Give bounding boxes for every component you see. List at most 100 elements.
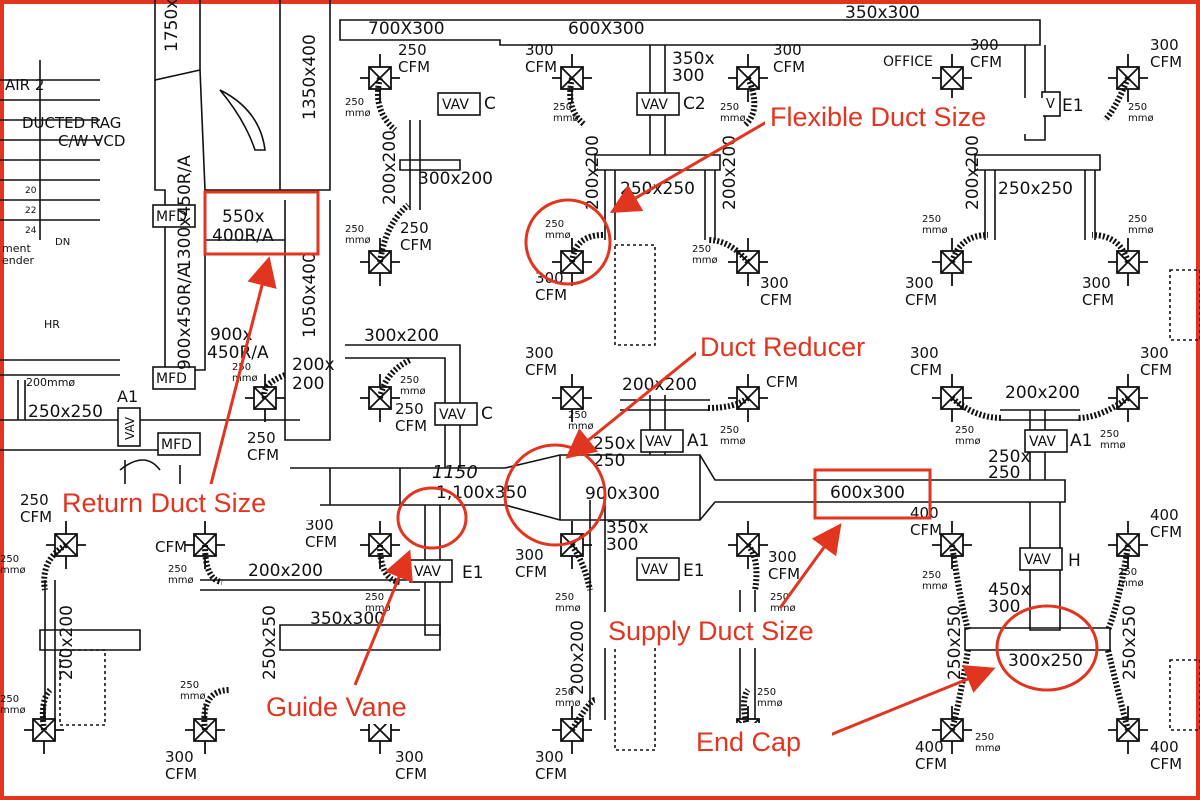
mfd-3: MFD	[161, 437, 192, 453]
vav-c2: VAV	[641, 97, 668, 113]
stair-step-24: 24	[25, 226, 37, 236]
label-450ra: 450R/A	[207, 343, 269, 363]
stair-dn: DN	[55, 237, 70, 248]
label-900x450: 900x450R/A	[175, 266, 195, 370]
tag-e1-top: E1	[1062, 96, 1084, 116]
cfm-value: 400	[915, 738, 944, 756]
label-300x200-b: 300x200	[364, 326, 439, 346]
label-250-a1: 250	[593, 451, 625, 471]
flex-size-label: 250	[555, 687, 574, 698]
vav-e1-b: VAV	[641, 562, 668, 578]
flex-size-unit: mmø	[0, 565, 26, 576]
cfm-unit: CFM	[1082, 291, 1114, 309]
highlight-supply-duct	[813, 468, 932, 520]
flex-size-unit: mmø	[180, 691, 206, 702]
label-200x200-v3: 200x200	[720, 135, 740, 210]
flexible-duct	[1091, 232, 1131, 263]
note-ducted-rag: DUCTED RAG	[22, 114, 121, 132]
diffuser-icon	[932, 54, 972, 102]
duct-top-trunk	[339, 19, 1041, 46]
label-200x200-v1: 200x200	[380, 130, 400, 205]
cfm-unit: CFM	[305, 533, 337, 551]
cfm-unit: CFM	[395, 765, 427, 783]
flex-size-label: 250	[553, 102, 572, 113]
label-350x300-bl: 350x300	[310, 609, 385, 629]
highlight-return-duct	[203, 190, 320, 256]
cfm-value: 300	[395, 748, 424, 766]
flex-size-label: 250	[922, 570, 941, 581]
flexible-duct	[41, 542, 68, 591]
tag-a1-mid: A1	[687, 431, 709, 451]
flex-size-label: 250	[1118, 567, 1137, 578]
label-1150: 1150	[432, 462, 478, 483]
label-350x-mid: 350x	[606, 518, 649, 538]
flexible-duct	[1105, 649, 1131, 731]
annotation-duct-reducer: Duct Reducer	[700, 332, 865, 362]
flex-size-unit: mmø	[168, 575, 194, 586]
vav-a1-left: VAV	[123, 416, 137, 440]
cfm-unit: CFM	[910, 361, 942, 379]
flex-size-unit: mmø	[757, 698, 783, 709]
cfm-value: 300	[305, 516, 334, 534]
tag-e1-a: E1	[462, 563, 484, 583]
flex-size-unit: mmø	[555, 603, 581, 614]
label-200mm: 200mmø	[26, 376, 75, 389]
flexible-duct	[949, 232, 989, 263]
cfm-value: 300	[165, 748, 194, 766]
label-600x300-top: 600X300	[568, 19, 645, 39]
flexible-duct	[261, 372, 287, 400]
cfm-unit: CFM	[1140, 361, 1172, 379]
cfm-value: 300	[760, 274, 789, 292]
highlight-flex-duct	[524, 198, 612, 286]
cfm-unit: CFM	[525, 58, 557, 76]
flex-size-unit: mmø	[1128, 113, 1154, 124]
cfm-unit: CFM	[1150, 755, 1182, 773]
flex-size-label: 250	[1128, 214, 1147, 225]
flex-size-unit: mmø	[553, 113, 579, 124]
stair-step-22: 22	[25, 206, 36, 216]
flex-size-label: 250	[720, 102, 739, 113]
flex-size-unit: mmø	[720, 113, 746, 124]
flex-size-unit: mmø	[345, 108, 371, 119]
label-250x-a1: 250x	[593, 434, 636, 454]
flexible-duct	[569, 543, 593, 591]
flex-size-unit: mmø	[1118, 578, 1144, 589]
cfm-value: 300	[525, 41, 554, 59]
label-200x200-mid: 200x200	[622, 375, 697, 395]
room-air2: AIR 2	[5, 76, 44, 94]
annotation-guide-vane: Guide Vane	[266, 692, 407, 722]
flexible-duct	[202, 544, 223, 585]
label-350x-top: 350x	[672, 49, 715, 69]
label-250x250-left: 250x250	[28, 402, 103, 422]
label-200: 200	[292, 374, 324, 394]
tag-a1-right: A1	[1070, 431, 1092, 451]
cfm-value: 300	[1082, 274, 1111, 292]
cfm-value: 300	[535, 748, 564, 766]
flex-size-unit: mmø	[955, 436, 981, 447]
vav-c-top: VAV	[442, 97, 469, 113]
arrow-flex	[609, 118, 771, 214]
flex-size-unit: mmø	[232, 373, 258, 384]
flex-size-unit: mmø	[922, 581, 948, 592]
label-200x200-v2: 200x200	[583, 135, 603, 210]
label-1300: 1300x450R/A	[175, 155, 195, 270]
flexible-duct	[374, 77, 398, 133]
cfm-value: 250	[20, 491, 49, 509]
diffuser-icon	[552, 374, 592, 422]
flex-size-label: 250	[757, 687, 776, 698]
flex-size-unit: mmø	[555, 698, 581, 709]
flex-size-unit: mmø	[922, 225, 948, 236]
flex-size-label: 250	[365, 592, 384, 603]
cfm-unit: CFM	[395, 417, 427, 435]
cfm-unit: CFM	[1150, 53, 1182, 71]
flex-size-label: 250	[545, 219, 564, 230]
cfm-unit: CFM	[247, 446, 279, 464]
cfm-unit: CFM	[525, 361, 557, 379]
flex-size-label: 250	[770, 592, 789, 603]
cfm-unit: CFM	[910, 521, 942, 539]
cfm-unit: CFM	[20, 508, 52, 526]
room-ment: ment	[2, 242, 31, 255]
highlight-guide-vane	[396, 486, 468, 550]
flex-size-unit: mmø	[720, 436, 746, 447]
